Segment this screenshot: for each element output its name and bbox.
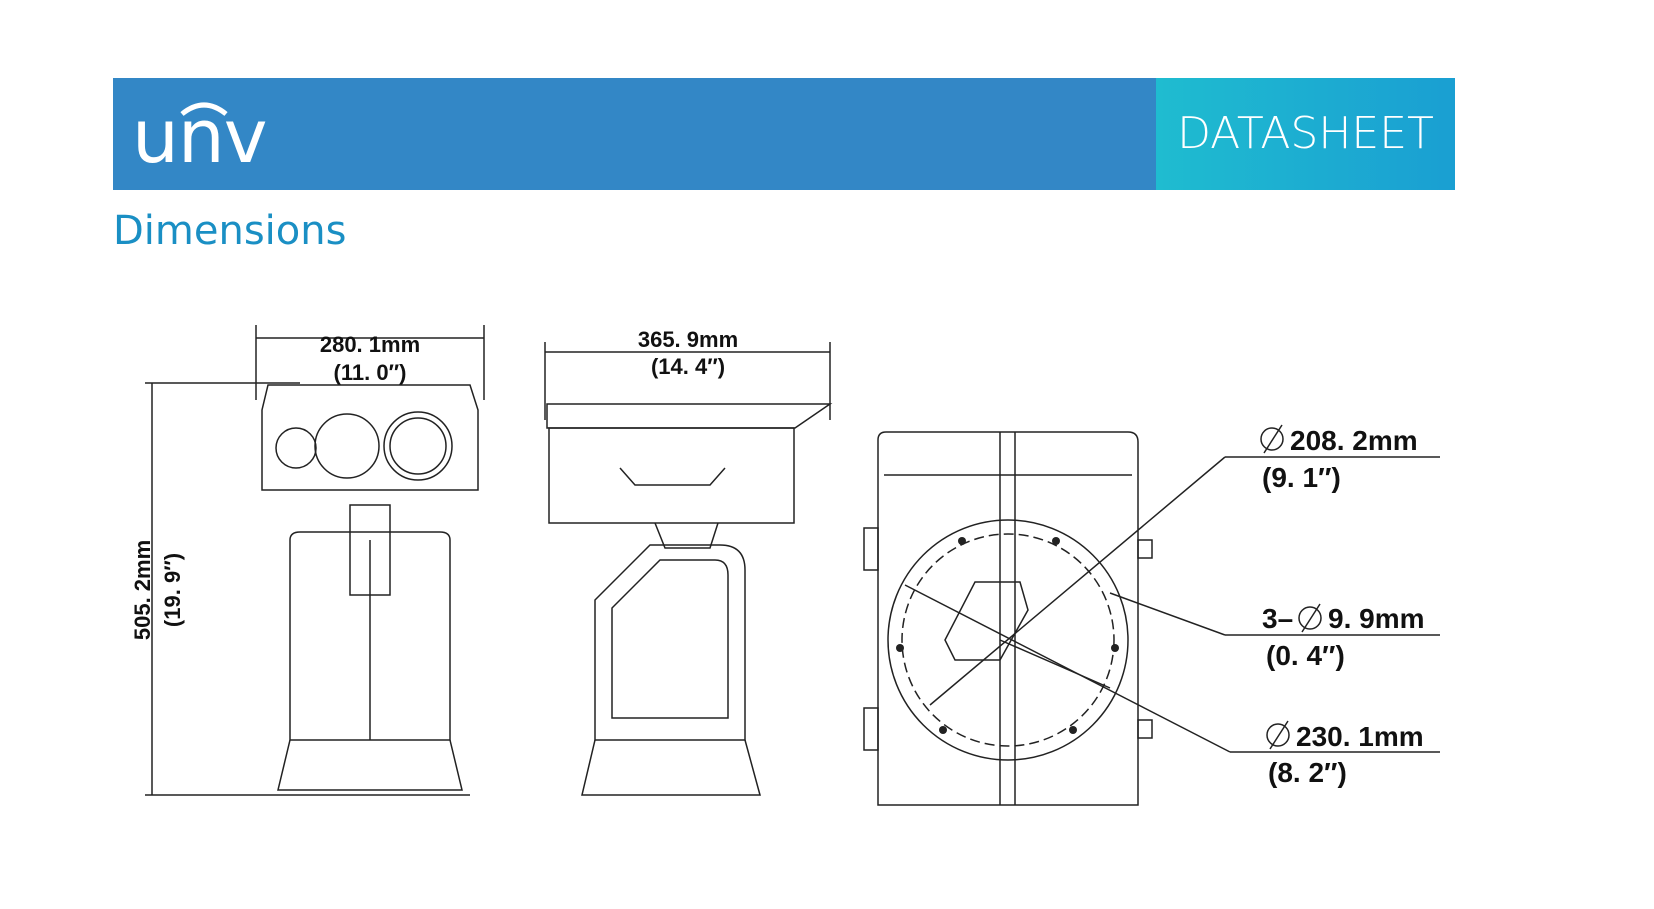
diameter-icon xyxy=(1266,720,1290,750)
datasheet-banner: DATASHEET xyxy=(1156,78,1455,190)
side-depth-mm: 365. 9mm xyxy=(638,327,738,352)
header-banner xyxy=(113,78,1156,190)
datasheet-label: DATASHEET xyxy=(1177,108,1434,159)
diameter-1-mm: 208. 2mm xyxy=(1290,425,1418,456)
front-view: 280. 1mm (11. 0″) 505. 2mm (19. 9″) xyxy=(130,325,485,796)
section-title: Dimensions xyxy=(113,208,347,254)
holes-mm: 9. 9mm xyxy=(1328,603,1425,634)
holes-in: (0. 4″) xyxy=(1266,640,1345,671)
diameter-2-mm: 230. 1mm xyxy=(1296,721,1424,752)
dimension-labels: 208. 2mm (9. 1″) 3– 9. 9mm (0. 4″) 230. … xyxy=(1260,424,1425,788)
holes-prefix: 3– xyxy=(1262,603,1293,634)
height-mm: 505. 2mm xyxy=(130,540,155,640)
diameter-2-in: (8. 2″) xyxy=(1268,757,1347,788)
height-in: (19. 9″) xyxy=(160,553,185,627)
unv-logo: UNV xyxy=(132,92,282,177)
diameter-icon xyxy=(1298,603,1322,633)
front-width-mm: 280. 1mm xyxy=(320,332,420,357)
brand-logo-text: UNV xyxy=(132,94,268,180)
side-depth-in: (14. 4″) xyxy=(651,354,725,379)
diameter-icon xyxy=(1260,424,1284,454)
diameter-1-in: (9. 1″) xyxy=(1262,462,1341,493)
front-width-in: (11. 0″) xyxy=(334,360,407,385)
bottom-view xyxy=(863,431,1440,806)
side-view: 365. 9mm (14. 4″) xyxy=(544,327,833,796)
logo-arc-icon xyxy=(180,102,228,116)
